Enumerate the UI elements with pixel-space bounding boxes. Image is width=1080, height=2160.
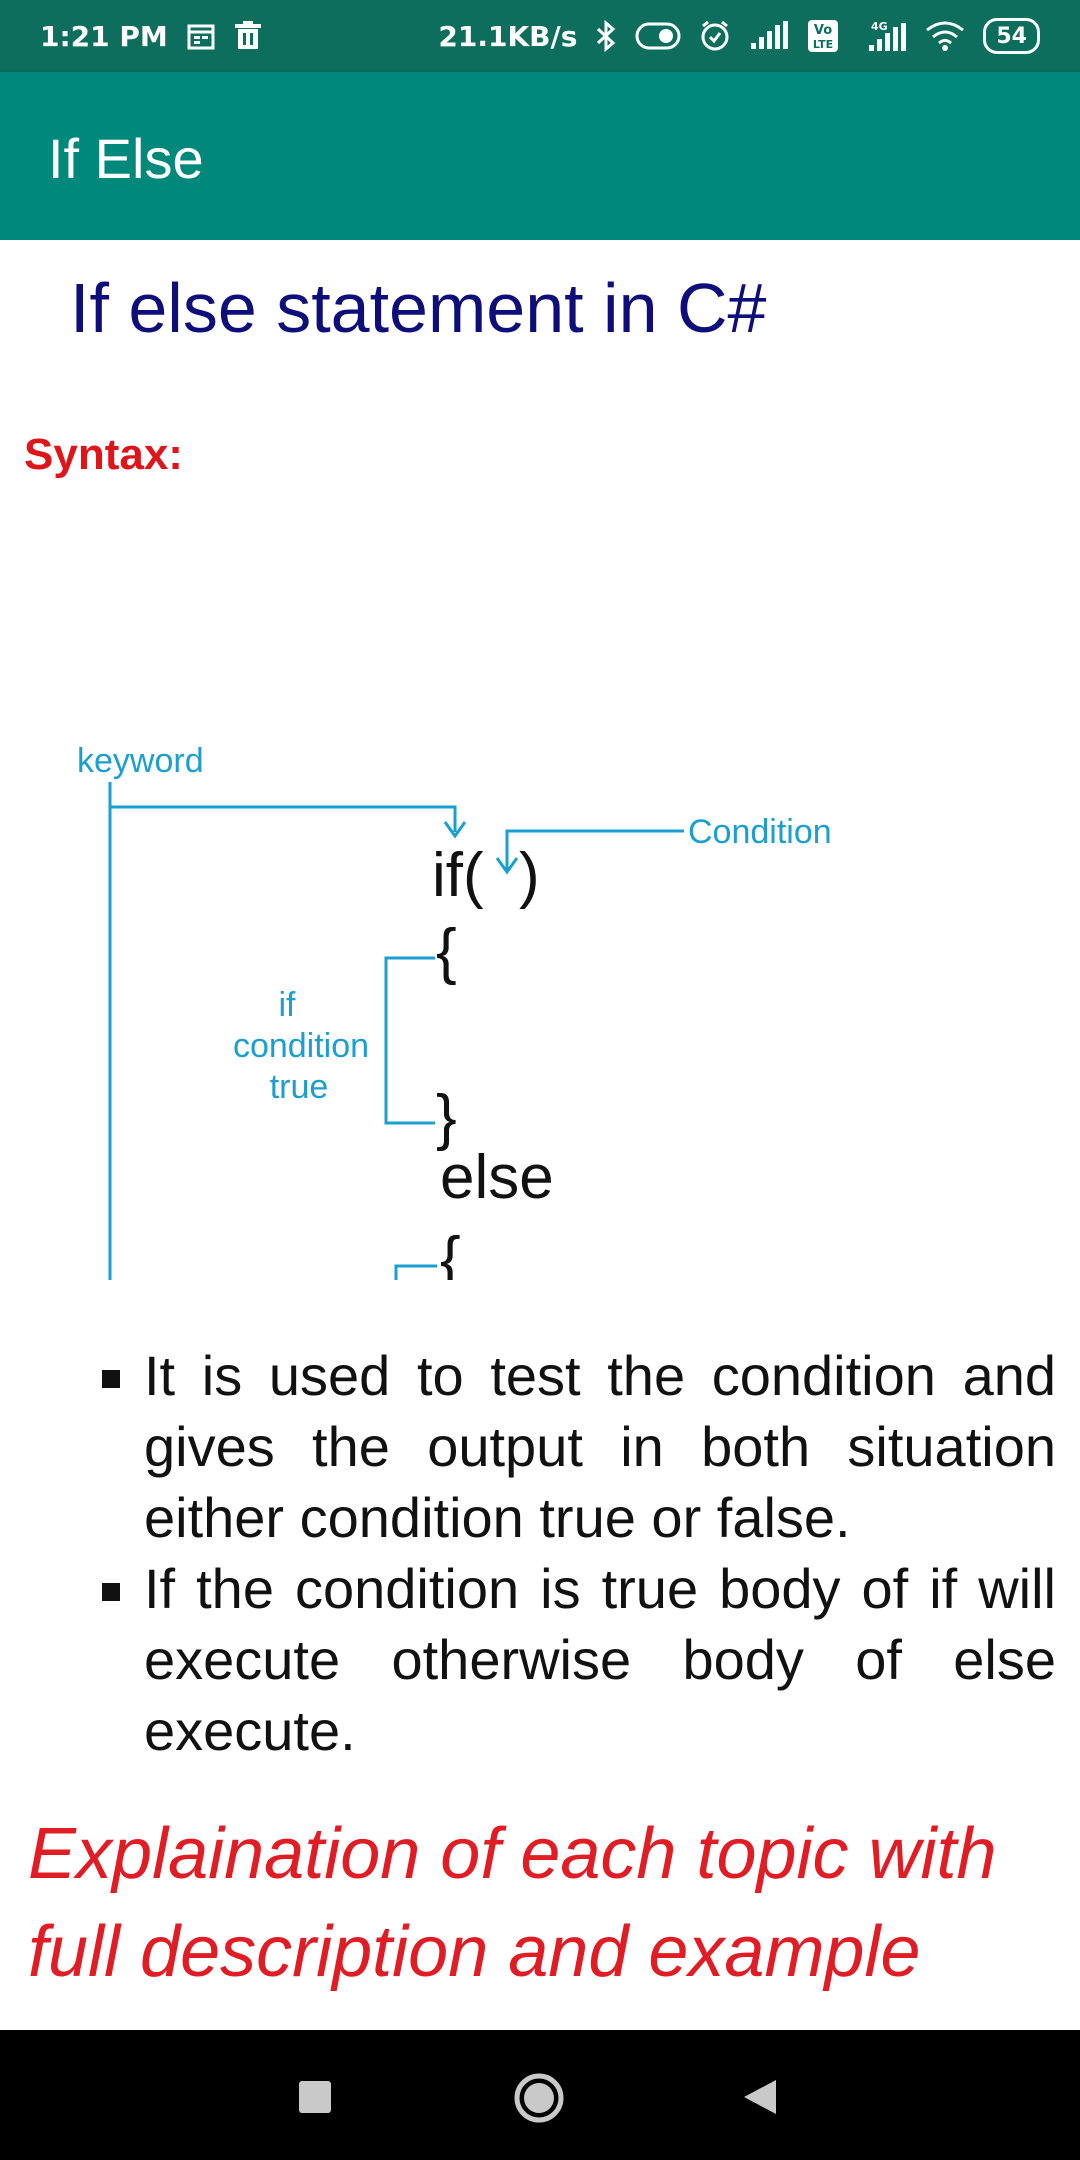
keyword-to-if-line (110, 805, 457, 832)
promo-line-1: Explaination of each topic with (28, 1814, 997, 1894)
condition-arrow (495, 857, 519, 875)
keyword-label: keyword (77, 742, 204, 780)
list-item: It is used to test the condition and giv… (96, 1340, 1056, 1553)
if-open-brace: { (436, 917, 457, 986)
true-bracket (384, 956, 435, 1125)
signal-icon (749, 21, 789, 51)
net-type-text: 4G (871, 20, 888, 33)
battery-icon: 54 (983, 18, 1040, 54)
true-label-line-1: if (279, 986, 297, 1024)
navigation-bar (0, 2030, 1080, 2160)
recent-apps-icon[interactable] (298, 2080, 332, 2119)
wifi-icon (925, 20, 965, 52)
else-code: else (440, 1143, 554, 1212)
slide-title: If else statement in C# (70, 269, 767, 347)
if-arrow (443, 821, 467, 839)
promo-text: Explaination of each topic with full des… (28, 1805, 1068, 2001)
battery-level: 54 (996, 23, 1027, 49)
status-time: 1:21 PM (40, 19, 168, 53)
volte-bottom-text: LTE (813, 38, 833, 51)
condition-line (505, 829, 684, 870)
bluetooth-icon (595, 20, 617, 52)
condition-label: Condition (688, 813, 832, 851)
keyword-to-else-line (108, 782, 112, 1280)
status-left: 1:21 PM (40, 20, 262, 53)
false-bracket (394, 1264, 437, 1280)
content-image: If else statement in C# Syntax: keyword … (0, 240, 1080, 2030)
diagram-connectors (108, 782, 684, 1280)
promo-line-2: full description and example (28, 1912, 921, 1992)
if-close-brace: } (436, 1083, 457, 1152)
calendar-icon (186, 21, 216, 51)
app-title: If Else (48, 127, 204, 190)
if-close-paren: ) (519, 841, 540, 910)
syntax-label: Syntax: (24, 430, 183, 479)
alarm-icon (699, 20, 731, 52)
false-label-line-1: if (296, 1276, 314, 1280)
volte-top-text: Vo (814, 23, 832, 38)
network-speed: 21.1KB/s (438, 19, 578, 53)
signal-4g-icon: 4G (857, 19, 907, 53)
app-bar: If Else (0, 72, 1080, 240)
trash-icon (234, 21, 262, 51)
else-open-brace: { (440, 1225, 461, 1280)
description-list: It is used to test the condition and giv… (96, 1340, 1056, 1766)
back-icon[interactable] (742, 2078, 778, 2121)
toggle-icon (635, 22, 681, 50)
home-icon[interactable] (513, 2072, 565, 2129)
if-else-syntax-diagram: keyword Condition if( ) { } else { } if … (77, 742, 832, 1280)
if-code: if( (432, 841, 484, 910)
list-item: If the condition is true body of if will… (96, 1553, 1056, 1766)
true-label-line-3: true (270, 1068, 329, 1106)
true-label-line-2: condition (233, 1027, 369, 1065)
diagram-text: keyword Condition if( ) { } else { } if … (77, 742, 832, 1280)
